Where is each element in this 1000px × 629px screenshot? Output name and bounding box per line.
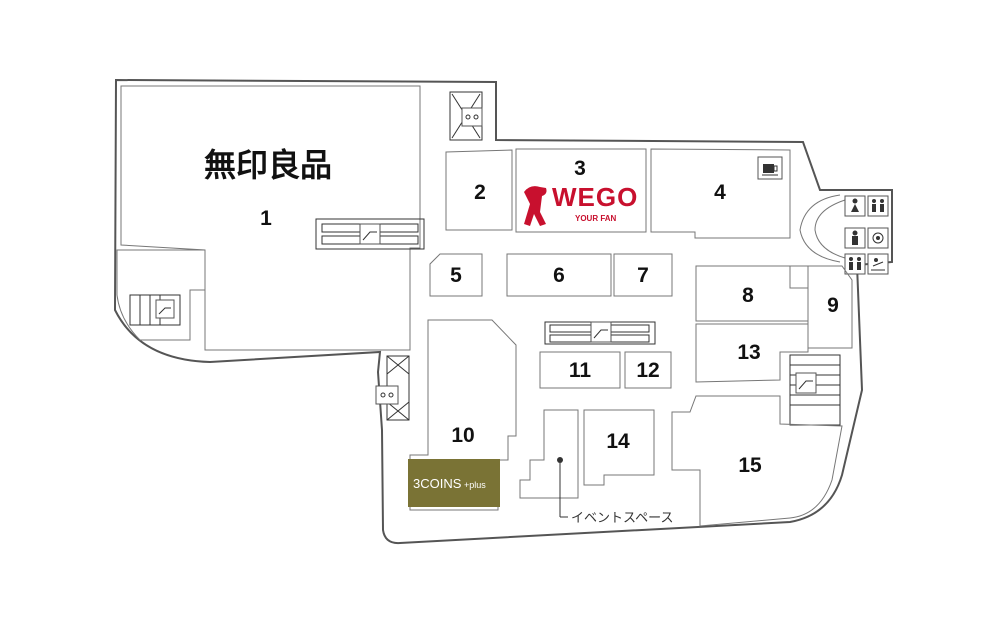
store-15[interactable]: 15	[671, 395, 843, 527]
baby-changing-icon	[867, 253, 889, 275]
store-12-number: 12	[636, 359, 659, 382]
store-3[interactable]: 3 WEGO YOUR FAN	[515, 148, 647, 233]
store-13-number: 13	[737, 341, 760, 364]
wego-name: WEGO	[552, 182, 638, 212]
store-14[interactable]: 14	[583, 409, 655, 486]
store-6-number: 6	[553, 264, 565, 287]
store-2-number: 2	[474, 181, 486, 204]
escalator-icon	[315, 218, 425, 250]
restroom-male-icon	[844, 227, 866, 249]
store-10-number: 10	[451, 424, 474, 447]
store-12[interactable]: 12	[624, 351, 672, 389]
store-7-number: 7	[637, 264, 649, 287]
stairs-icon-right	[789, 354, 841, 426]
3coins-name: 3COINS	[413, 476, 462, 491]
cafe-icon	[757, 156, 783, 180]
muji-brand-label: 無印良品	[204, 146, 332, 184]
restroom-female-icon	[844, 195, 866, 217]
store-14-number: 14	[606, 430, 630, 453]
elevator-icon-left	[375, 355, 410, 421]
store-4-number: 4	[714, 181, 726, 204]
store-2[interactable]: 2	[445, 149, 513, 231]
store-8-number: 8	[742, 284, 754, 307]
3coins-logo: 3COINS +plus	[408, 459, 500, 507]
store-13[interactable]: 13	[695, 323, 809, 383]
event-space[interactable]: イベントスペース	[519, 409, 673, 526]
store-5-number: 5	[450, 264, 462, 287]
stairs-icon	[129, 294, 181, 326]
store-11-number: 11	[569, 359, 592, 382]
store-6[interactable]: 6	[506, 253, 612, 297]
wego-figure-icon	[524, 186, 547, 226]
nursing-room-icon	[867, 227, 889, 249]
store-9[interactable]: 9	[789, 265, 853, 349]
store-9-number: 9	[827, 294, 839, 317]
restroom-multipurpose-icon	[867, 195, 889, 217]
event-space-label: イベントスペース	[571, 511, 673, 526]
restroom-multipurpose-icon-2	[844, 253, 866, 275]
store-11[interactable]: 11	[539, 351, 621, 389]
store-1[interactable]: 無印良品 1	[120, 85, 421, 351]
store-7[interactable]: 7	[613, 253, 673, 297]
escalator-icon-center	[544, 321, 656, 345]
store-10[interactable]: 10 3COINS +plus	[408, 319, 517, 511]
3coins-suffix: +plus	[464, 480, 486, 490]
wego-logo: WEGO YOUR FAN	[524, 182, 638, 226]
restroom-corridor	[799, 194, 841, 263]
store-5[interactable]: 5	[429, 253, 483, 297]
store-15-number: 15	[738, 454, 762, 477]
stairs-area	[116, 249, 206, 341]
store-4[interactable]: 4	[650, 148, 791, 239]
building-outline	[113, 78, 893, 545]
elevator-icon	[449, 91, 483, 141]
store-3-number: 3	[574, 157, 586, 180]
3coins-logo-background	[408, 459, 500, 507]
store-1-number: 1	[260, 207, 272, 230]
wego-tagline: YOUR FAN	[575, 214, 617, 223]
event-space-marker	[557, 457, 563, 463]
